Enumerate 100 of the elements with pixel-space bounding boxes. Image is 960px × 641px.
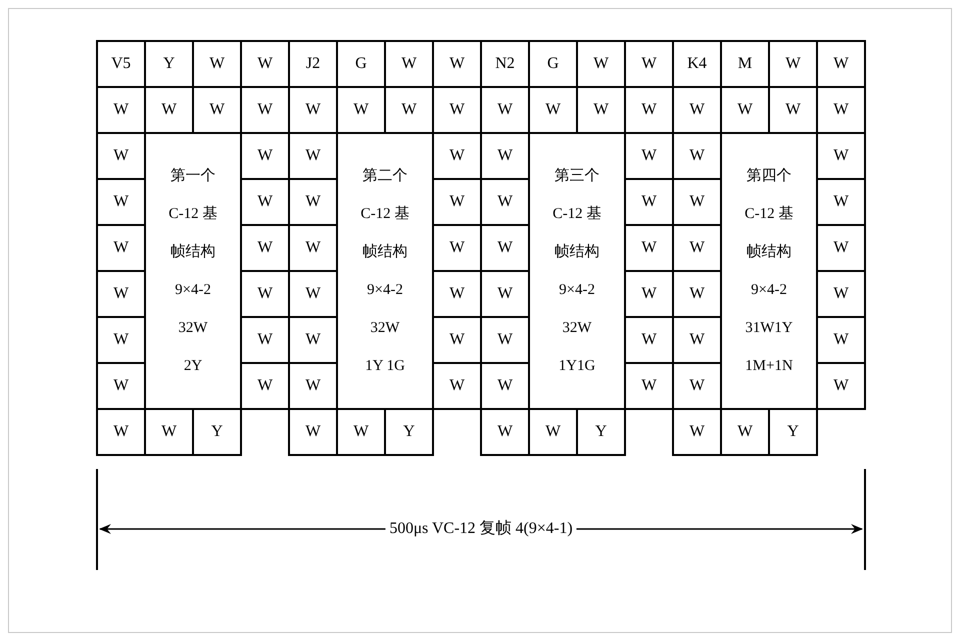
cell-text: W	[833, 378, 849, 394]
cell-text: W	[785, 56, 801, 72]
cell-text: W	[353, 102, 369, 118]
cell-text: W	[497, 424, 513, 440]
cell-text: W	[785, 102, 801, 118]
cell-text: Y	[595, 424, 607, 440]
cell-text: V5	[111, 56, 131, 72]
cell-text: W	[641, 194, 657, 210]
byte-cell	[384, 408, 434, 456]
cell-text: W	[305, 102, 321, 118]
cell-text: W	[257, 194, 273, 210]
block-text: 第三个C-12 基帧结构	[552, 166, 602, 262]
cell-text: Y	[403, 424, 415, 440]
block-text: 1M+1N	[744, 357, 794, 376]
cell-text: W	[305, 240, 321, 256]
cell-text: W	[497, 194, 513, 210]
cell-text: W	[641, 56, 657, 72]
block-text: 第一个C-12 基帧结构	[168, 166, 218, 262]
cell-text: W	[833, 332, 849, 348]
block-text: 9×4-2	[750, 281, 788, 300]
cell-text: W	[113, 240, 129, 256]
cell-text: W	[593, 102, 609, 118]
cell-text: W	[497, 286, 513, 302]
byte-cell	[96, 408, 146, 456]
cell-text: W	[209, 56, 225, 72]
block-text: 9×4-2	[558, 281, 596, 300]
cell-text: W	[545, 424, 561, 440]
block-text: 32W	[369, 319, 401, 338]
cell-text: W	[113, 194, 129, 210]
cell-text: W	[305, 286, 321, 302]
cell-text: W	[449, 194, 465, 210]
cell-text: W	[353, 424, 369, 440]
byte-cell	[192, 408, 242, 456]
cell-text: M	[738, 56, 752, 72]
cell-text: W	[737, 102, 753, 118]
cell-text: W	[689, 148, 705, 164]
block-text: 32W	[177, 319, 209, 338]
cell-text: W	[497, 148, 513, 164]
cell-text: W	[833, 102, 849, 118]
byte-cell	[96, 40, 146, 88]
cell-text: W	[689, 424, 705, 440]
cell-text: W	[257, 378, 273, 394]
block-text: 1Y 1G	[364, 357, 406, 376]
cell-text: W	[689, 332, 705, 348]
cell-text: Y	[163, 56, 175, 72]
cell-text: W	[497, 102, 513, 118]
byte-cell	[480, 408, 530, 456]
cell-text: W	[113, 148, 129, 164]
cell-text: W	[641, 378, 657, 394]
cell-text: W	[449, 286, 465, 302]
cell-text: G	[355, 56, 367, 72]
cell-text: W	[257, 332, 273, 348]
block-text: 第二个C-12 基帧结构	[360, 166, 410, 262]
cell-text: W	[641, 286, 657, 302]
cell-text: W	[209, 102, 225, 118]
cell-text: W	[833, 240, 849, 256]
cell-text: W	[449, 102, 465, 118]
cell-text: W	[257, 102, 273, 118]
block-text: 1Y1G	[558, 357, 596, 376]
cell-text: W	[305, 148, 321, 164]
cell-text: W	[449, 378, 465, 394]
cell-text: W	[833, 286, 849, 302]
cell-text: W	[257, 286, 273, 302]
cell-text: W	[305, 378, 321, 394]
cell-text: W	[257, 240, 273, 256]
cell-text: W	[113, 424, 129, 440]
cell-text: W	[449, 332, 465, 348]
cell-text: K4	[687, 56, 707, 72]
cell-text: W	[113, 332, 129, 348]
cell-text: G	[547, 56, 559, 72]
cell-text: W	[497, 378, 513, 394]
cell-text: W	[833, 148, 849, 164]
cell-text: W	[113, 102, 129, 118]
cell-text: W	[833, 56, 849, 72]
cell-text: W	[305, 194, 321, 210]
cell-text: W	[689, 378, 705, 394]
block-text: 31W1Y	[744, 319, 794, 338]
byte-cell	[672, 408, 722, 456]
cell-text: W	[689, 102, 705, 118]
byte-cell	[816, 40, 866, 88]
cell-text: W	[689, 240, 705, 256]
byte-cell	[576, 408, 626, 456]
cell-text: W	[737, 424, 753, 440]
cell-text: W	[545, 102, 561, 118]
cell-text: W	[689, 194, 705, 210]
cell-text: W	[161, 102, 177, 118]
cell-text: W	[305, 424, 321, 440]
byte-cell	[288, 408, 338, 456]
cell-text: W	[449, 240, 465, 256]
cell-text: W	[257, 56, 273, 72]
cell-text: W	[833, 194, 849, 210]
cell-text: W	[497, 332, 513, 348]
block-text: 第四个C-12 基帧结构	[744, 166, 794, 262]
cell-text: Y	[211, 424, 223, 440]
byte-cell	[816, 362, 866, 410]
cell-text: W	[305, 332, 321, 348]
cell-text: W	[641, 240, 657, 256]
cell-text: W	[689, 286, 705, 302]
cell-text: W	[401, 102, 417, 118]
cell-text: W	[449, 148, 465, 164]
